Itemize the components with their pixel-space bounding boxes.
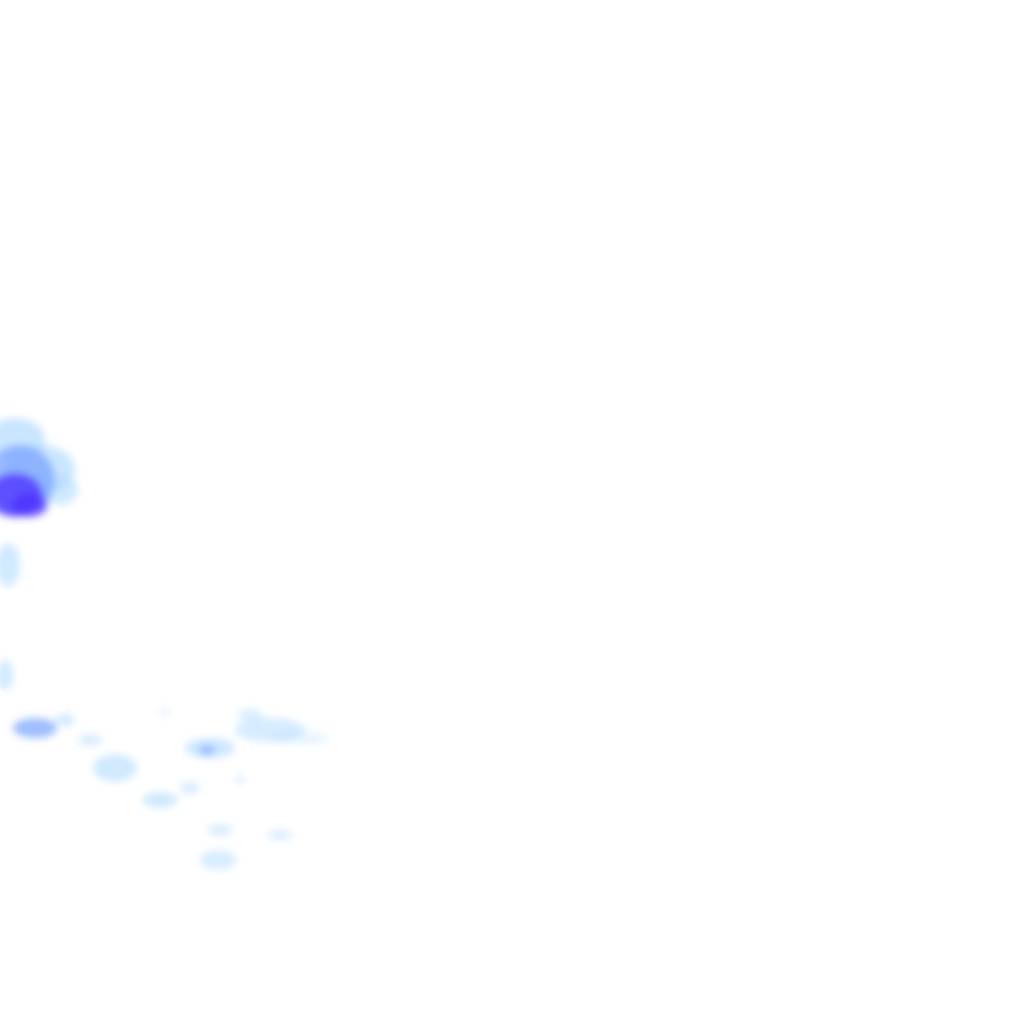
precipitation-cell-light — [160, 708, 170, 716]
precipitation-cell-medium — [13, 718, 57, 738]
precipitation-cell-light — [93, 754, 137, 782]
precipitation-cell-light — [55, 714, 75, 726]
precipitation-cell-light — [0, 543, 20, 587]
precipitation-cell-light — [200, 850, 236, 870]
precipitation-cell-light — [270, 732, 330, 744]
precipitation-cell-light — [142, 792, 178, 808]
precipitation-cell-medium — [199, 745, 215, 755]
precipitation-cell-light — [268, 830, 292, 840]
precipitation-cell-light — [234, 776, 246, 784]
precipitation-cell-light — [0, 660, 13, 690]
precipitation-cell-light — [238, 709, 262, 721]
precipitation-cell-heavy — [12, 493, 48, 517]
precipitation-cell-light — [208, 824, 232, 836]
precipitation-cell-light — [78, 734, 102, 746]
precipitation-cell-light — [180, 782, 200, 794]
